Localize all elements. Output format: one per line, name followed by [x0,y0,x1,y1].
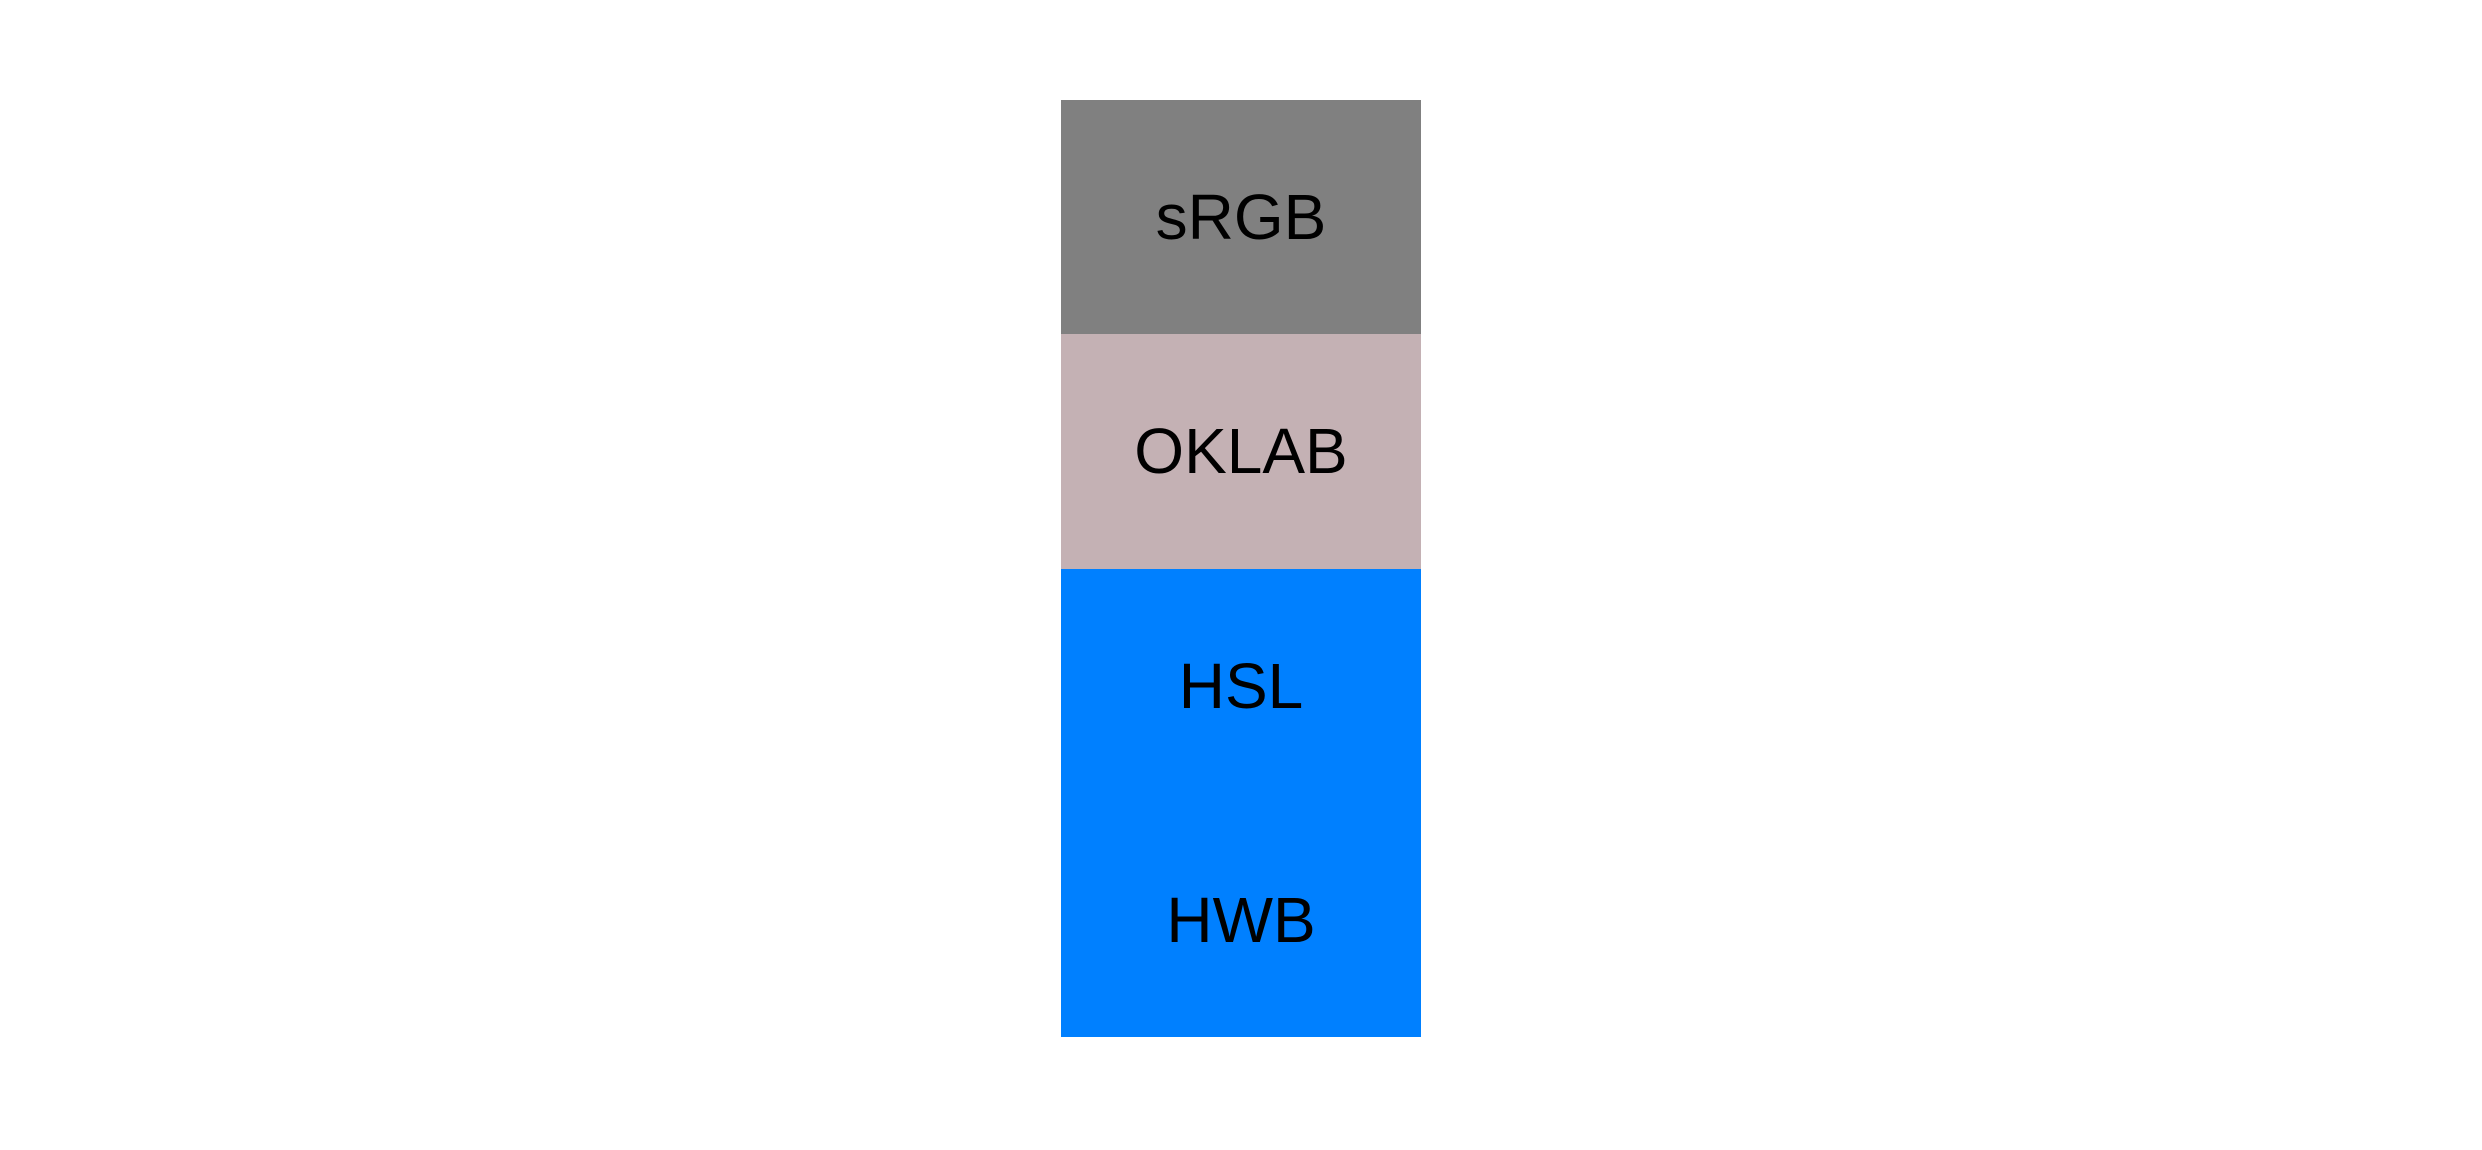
color-swatch-hsl: HSL [1061,568,1421,803]
swatch-label-hsl: HSL [1178,649,1304,722]
color-space-comparison-figure: sRGB OKLAB HSL HWB [1061,100,1421,1037]
swatch-label-hwb: HWB [1166,883,1316,956]
swatch-label-srgb: sRGB [1155,181,1327,254]
color-swatch-oklab: OKLAB [1061,334,1421,569]
color-swatch-srgb: sRGB [1061,100,1421,335]
color-swatch-hwb: HWB [1061,802,1421,1037]
swatch-label-oklab: OKLAB [1134,415,1348,488]
